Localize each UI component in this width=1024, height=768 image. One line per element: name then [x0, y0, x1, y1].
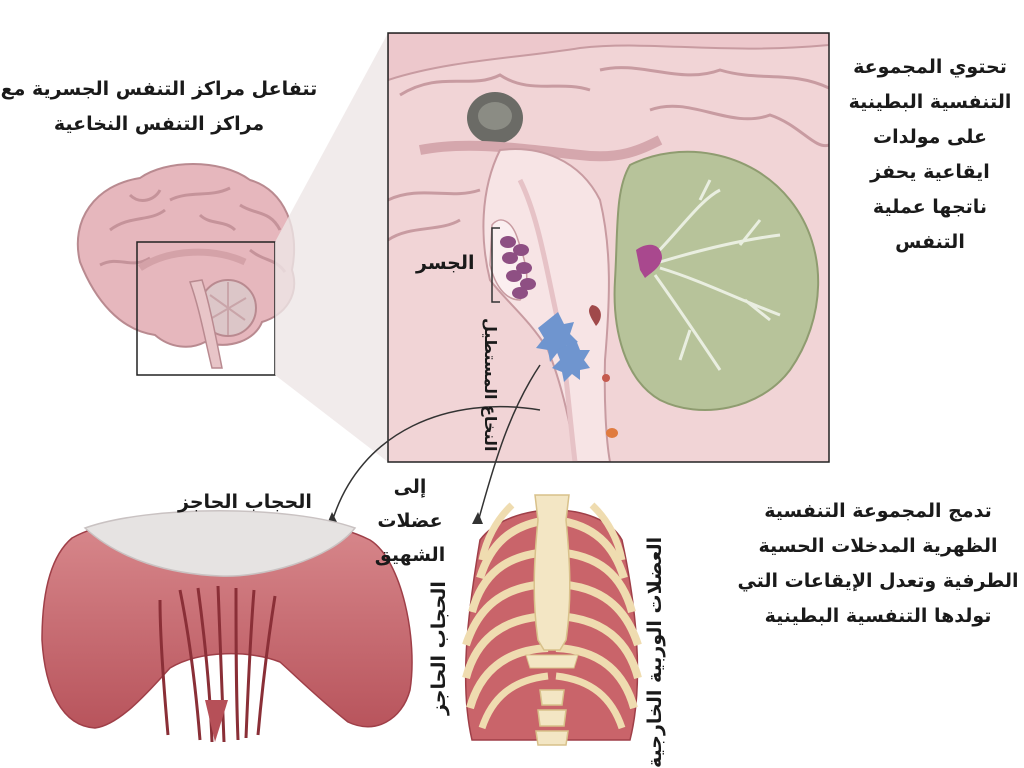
pons-bracket — [491, 227, 500, 303]
diaphragm-label: الحجاب الحاجز — [178, 491, 312, 513]
zoomed-brainstem — [388, 33, 829, 462]
diaphragm-illustration — [41, 510, 413, 743]
inspiratory-muscles-label: إلى عضلات الشهيق — [374, 476, 446, 566]
diaphragm-vertical-label: الحجاب الحاجز — [428, 581, 450, 715]
zoom-panel-frame — [387, 32, 830, 463]
external-intercostal-label: العضلات الوربية الخارجية — [644, 536, 666, 768]
medulla-label: النخاع المستطيل — [481, 318, 500, 452]
rib-cage-illustration — [462, 494, 642, 746]
zoom-connector — [275, 33, 388, 462]
arrow-to-ribcage — [477, 364, 541, 523]
ventral-group-description: تحتوي المجموعة التنفسية البطينية على مول… — [848, 56, 1012, 253]
small-brain — [76, 163, 296, 369]
arrow-head-ribcage — [472, 512, 483, 524]
arrow-to-diaphragm — [331, 406, 541, 523]
dorsal-group-description: تدمج المجموعة التنفسية الظهرية المدخلات … — [737, 500, 1019, 627]
pons-label: الجسر — [416, 252, 475, 274]
pontine-medullary-interaction-text: تتفاعل مراكز التنفس الجسرية مع مراكز الت… — [0, 78, 318, 135]
